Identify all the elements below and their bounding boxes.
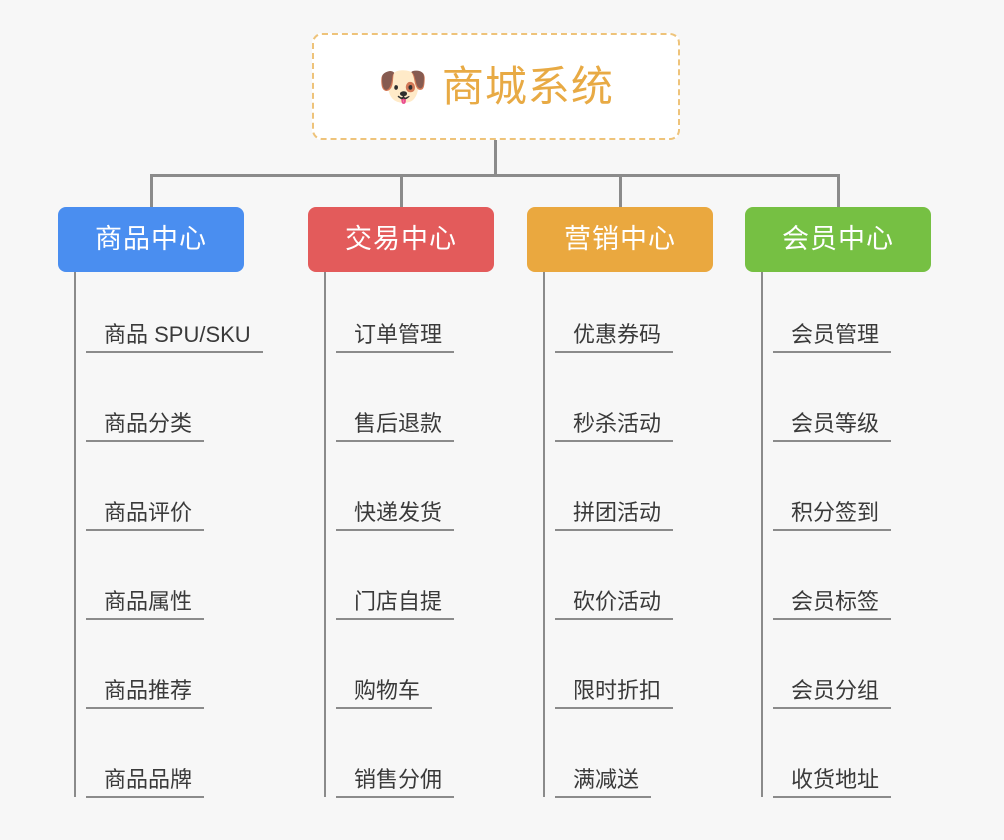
leaf-item-label: 商品品牌: [86, 767, 205, 798]
leaf-item[interactable]: 门店自提: [324, 574, 455, 620]
category-spine-4: [761, 272, 763, 797]
leaf-item-label: 秒杀活动: [555, 411, 674, 442]
leaf-item[interactable]: 商品推荐: [74, 663, 205, 709]
leaf-item[interactable]: 售后退款: [324, 396, 455, 442]
leaf-item-label: 售后退款: [336, 411, 455, 442]
leaf-item[interactable]: 购物车: [324, 663, 433, 709]
leaf-item[interactable]: 会员分组: [761, 663, 892, 709]
leaf-item[interactable]: 销售分佣: [324, 752, 455, 798]
leaf-item[interactable]: 优惠券码: [543, 307, 674, 353]
leaf-item[interactable]: 商品分类: [74, 396, 205, 442]
leaf-item-label: 订单管理: [336, 322, 455, 353]
leaf-item[interactable]: 商品 SPU/SKU: [74, 307, 263, 353]
leaf-item[interactable]: 满减送: [543, 752, 652, 798]
category-spine-2: [324, 272, 326, 797]
connector-drop-2: [400, 174, 403, 207]
leaf-item-label: 销售分佣: [336, 767, 455, 798]
root-node[interactable]: 🐶 商城系统: [312, 33, 680, 140]
leaf-item[interactable]: 商品属性: [74, 574, 205, 620]
category-header-1[interactable]: 商品中心: [58, 207, 244, 272]
leaf-item-label: 会员等级: [773, 411, 892, 442]
connector-root-stem: [494, 140, 497, 176]
leaf-item[interactable]: 限时折扣: [543, 663, 674, 709]
dog-face-icon: 🐶: [378, 64, 428, 109]
leaf-item[interactable]: 积分签到: [761, 485, 892, 531]
leaf-item-label: 商品 SPU/SKU: [86, 322, 263, 353]
leaf-item[interactable]: 快递发货: [324, 485, 455, 531]
leaf-item[interactable]: 商品评价: [74, 485, 205, 531]
leaf-item-label: 快递发货: [336, 500, 455, 531]
leaf-item-label: 会员管理: [773, 322, 892, 353]
category-header-label: 商品中心: [95, 224, 207, 254]
category-spine-1: [74, 272, 76, 797]
connector-drop-3: [619, 174, 622, 207]
category-header-label: 营销中心: [564, 224, 676, 254]
connector-drop-1: [150, 174, 153, 207]
leaf-item-label: 拼团活动: [555, 500, 674, 531]
leaf-item[interactable]: 会员标签: [761, 574, 892, 620]
leaf-item-label: 商品属性: [86, 589, 205, 620]
leaf-item[interactable]: 秒杀活动: [543, 396, 674, 442]
category-header-label: 会员中心: [782, 224, 894, 254]
leaf-item[interactable]: 商品品牌: [74, 752, 205, 798]
leaf-item[interactable]: 收货地址: [761, 752, 892, 798]
leaf-item-label: 满减送: [555, 767, 652, 798]
category-spine-3: [543, 272, 545, 797]
leaf-item-label: 商品评价: [86, 500, 205, 531]
category-header-4[interactable]: 会员中心: [745, 207, 931, 272]
leaf-item-label: 门店自提: [336, 589, 455, 620]
leaf-item-label: 会员标签: [773, 589, 892, 620]
leaf-item-label: 购物车: [336, 678, 433, 709]
leaf-item[interactable]: 订单管理: [324, 307, 455, 353]
leaf-item-label: 积分签到: [773, 500, 892, 531]
leaf-item[interactable]: 砍价活动: [543, 574, 674, 620]
root-title: 商城系统: [441, 62, 614, 110]
leaf-item-label: 限时折扣: [555, 678, 674, 709]
leaf-item-label: 优惠券码: [555, 322, 674, 353]
leaf-item-label: 商品分类: [86, 411, 205, 442]
leaf-item-label: 商品推荐: [86, 678, 205, 709]
leaf-item[interactable]: 会员管理: [761, 307, 892, 353]
connector-drop-4: [837, 174, 840, 207]
category-header-label: 交易中心: [345, 224, 457, 254]
category-header-2[interactable]: 交易中心: [308, 207, 494, 272]
category-header-3[interactable]: 营销中心: [527, 207, 713, 272]
leaf-item-label: 会员分组: [773, 678, 892, 709]
leaf-item-label: 收货地址: [773, 767, 892, 798]
leaf-item[interactable]: 拼团活动: [543, 485, 674, 531]
connector-horizontal-bus: [150, 174, 840, 177]
leaf-item[interactable]: 会员等级: [761, 396, 892, 442]
leaf-item-label: 砍价活动: [555, 589, 674, 620]
